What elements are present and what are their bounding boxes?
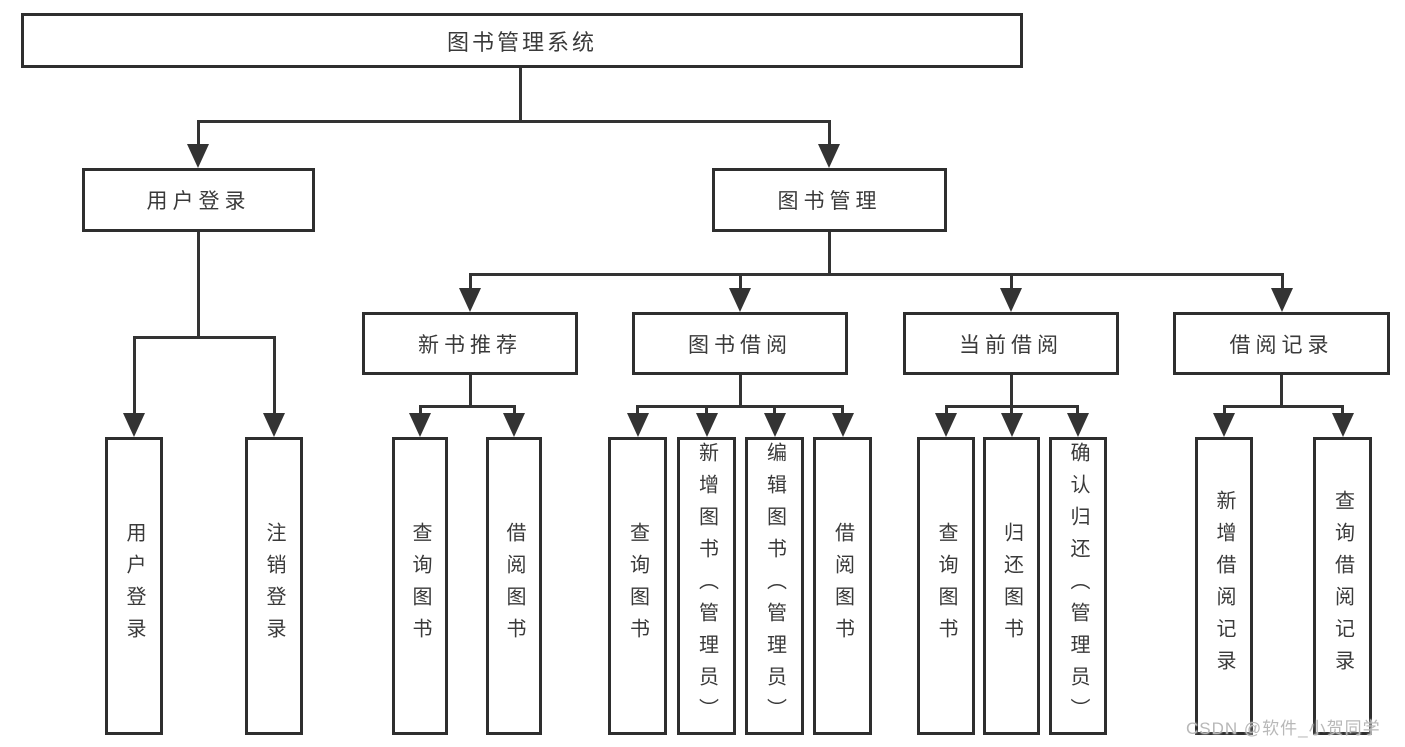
connector-line — [513, 405, 516, 419]
arrow-down-icon — [123, 413, 145, 437]
connector-line — [1010, 405, 1013, 419]
leaf-label: 归还图书 — [1000, 522, 1023, 650]
connector-line — [705, 405, 708, 419]
arrow-down-icon — [503, 413, 525, 437]
connector-line — [197, 120, 831, 123]
leaf-query-borrow-record: 查询借阅记录 — [1313, 437, 1372, 735]
leaf-query-books-borrowing: 查询图书 — [608, 437, 667, 735]
arrow-down-icon — [1332, 413, 1354, 437]
module-borrowing-records: 借阅记录 — [1173, 312, 1390, 375]
module-book-borrowing: 图书借阅 — [632, 312, 848, 375]
connector-line — [739, 375, 742, 408]
connector-line — [739, 273, 742, 291]
connector-line — [273, 336, 276, 416]
leaf-label: 注销登录 — [263, 522, 285, 650]
connector-line — [828, 120, 831, 148]
leaf-borrow-books-recommend: 借阅图书 — [486, 437, 542, 735]
leaf-label: 编辑图书（管理员） — [763, 442, 786, 730]
root-node-library-system: 图书管理系统 — [21, 13, 1023, 68]
arrow-down-icon — [459, 288, 481, 312]
leaf-edit-books-admin: 编辑图书（管理员） — [745, 437, 804, 735]
connector-line — [197, 232, 200, 339]
arrow-down-icon — [1271, 288, 1293, 312]
connector-line — [197, 120, 200, 148]
arrow-down-icon — [832, 413, 854, 437]
leaf-label: 新增借阅记录 — [1213, 490, 1235, 682]
connector-line — [1223, 405, 1226, 419]
leaf-label: 查询图书 — [409, 522, 431, 650]
connector-line — [828, 232, 831, 276]
connector-line — [636, 405, 639, 419]
connector-line — [1281, 273, 1284, 291]
arrow-down-icon — [263, 413, 285, 437]
connector-line — [773, 405, 776, 419]
leaf-label: 借阅图书 — [503, 522, 525, 650]
leaf-label: 借阅图书 — [831, 522, 854, 650]
leaf-return-books: 归还图书 — [983, 437, 1040, 735]
leaf-label: 确认归还（管理员） — [1067, 442, 1089, 730]
connector-line — [1341, 405, 1344, 419]
leaf-add-borrow-record: 新增借阅记录 — [1195, 437, 1253, 735]
arrow-down-icon — [1000, 288, 1022, 312]
branch-book-management: 图书管理 — [712, 168, 947, 232]
leaf-label: 查询图书 — [626, 522, 649, 650]
leaf-label: 查询图书 — [935, 522, 957, 650]
arrow-down-icon — [935, 413, 957, 437]
connector-line — [636, 405, 844, 408]
connector-line — [1010, 273, 1013, 291]
arrow-down-icon — [818, 144, 840, 168]
arrow-down-icon — [729, 288, 751, 312]
arrow-down-icon — [409, 413, 431, 437]
arrow-down-icon — [627, 413, 649, 437]
leaf-query-books-recommend: 查询图书 — [392, 437, 448, 735]
connector-line — [1010, 375, 1013, 408]
leaf-add-books-admin: 新增图书（管理员） — [677, 437, 736, 735]
leaf-confirm-return-admin: 确认归还（管理员） — [1049, 437, 1107, 735]
connector-line — [469, 273, 1283, 276]
branch-user-login: 用户登录 — [82, 168, 315, 232]
module-current-borrowing: 当前借阅 — [903, 312, 1119, 375]
connector-line — [469, 273, 472, 291]
arrow-down-icon — [696, 413, 718, 437]
module-new-book-recommendation: 新书推荐 — [362, 312, 578, 375]
connector-line — [469, 375, 472, 408]
connector-line — [1076, 405, 1079, 419]
arrow-down-icon — [1213, 413, 1235, 437]
arrow-down-icon — [187, 144, 209, 168]
connector-line — [1223, 405, 1344, 408]
leaf-user-login: 用户登录 — [105, 437, 163, 735]
connector-line — [945, 405, 948, 419]
leaf-logout: 注销登录 — [245, 437, 303, 735]
leaf-label: 用户登录 — [123, 522, 145, 650]
arrow-down-icon — [1001, 413, 1023, 437]
arrow-down-icon — [764, 413, 786, 437]
connector-line — [419, 405, 422, 419]
connector-line — [133, 336, 136, 416]
csdn-watermark: CSDN @软件_小贺同学 — [1186, 719, 1381, 738]
connector-line — [419, 405, 515, 408]
leaf-borrow-books: 借阅图书 — [813, 437, 872, 735]
connector-line — [841, 405, 844, 419]
arrow-down-icon — [1067, 413, 1089, 437]
leaf-query-books-current: 查询图书 — [917, 437, 975, 735]
leaf-label: 新增图书（管理员） — [695, 442, 718, 730]
connector-line — [1280, 375, 1283, 408]
connector-line — [133, 336, 275, 339]
connector-line — [519, 68, 522, 123]
leaf-label: 查询借阅记录 — [1331, 490, 1354, 682]
